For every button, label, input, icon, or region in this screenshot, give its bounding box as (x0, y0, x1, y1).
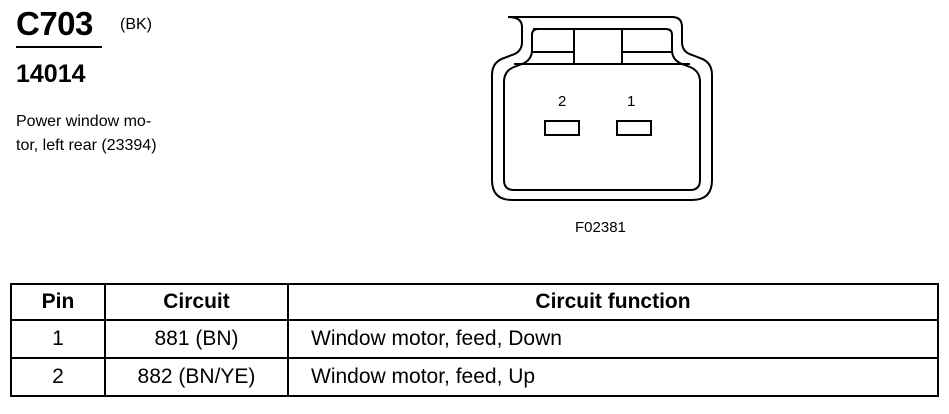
header-circuit-function: Circuit function (287, 283, 939, 321)
header-pin: Pin (10, 283, 106, 321)
connector-id: C703 (16, 5, 93, 42)
pin-2-cavity (544, 120, 580, 136)
description-line-1: Power window mo- (16, 113, 152, 130)
figure-id: F02381 (575, 219, 626, 236)
connector-housing-inner (503, 28, 701, 191)
table-row: 2 882 (BN/YE) Window motor, feed, Up (10, 357, 939, 397)
pin-1-cavity (616, 120, 652, 136)
cell-pin: 2 (10, 357, 106, 397)
color-code: (BK) (120, 16, 152, 33)
description-line-2: tor, left rear (23394) (16, 137, 157, 154)
cell-function: Window motor, feed, Down (287, 319, 939, 359)
connector-id-underline (16, 46, 102, 48)
pin-table: Pin Circuit Circuit function 1 881 (BN) … (10, 283, 939, 397)
cell-circuit: 881 (BN) (104, 319, 289, 359)
cell-function: Window motor, feed, Up (287, 357, 939, 397)
header-circuit: Circuit (104, 283, 289, 321)
pin-2-label: 2 (558, 93, 566, 110)
cell-pin: 1 (10, 319, 106, 359)
connector-housing-outer (491, 16, 713, 201)
part-number: 14014 (16, 60, 86, 88)
table-row: 1 881 (BN) Window motor, feed, Down (10, 319, 939, 359)
cell-circuit: 882 (BN/YE) (104, 357, 289, 397)
table-header-row: Pin Circuit Circuit function (10, 283, 939, 321)
pin-1-label: 1 (627, 93, 635, 110)
